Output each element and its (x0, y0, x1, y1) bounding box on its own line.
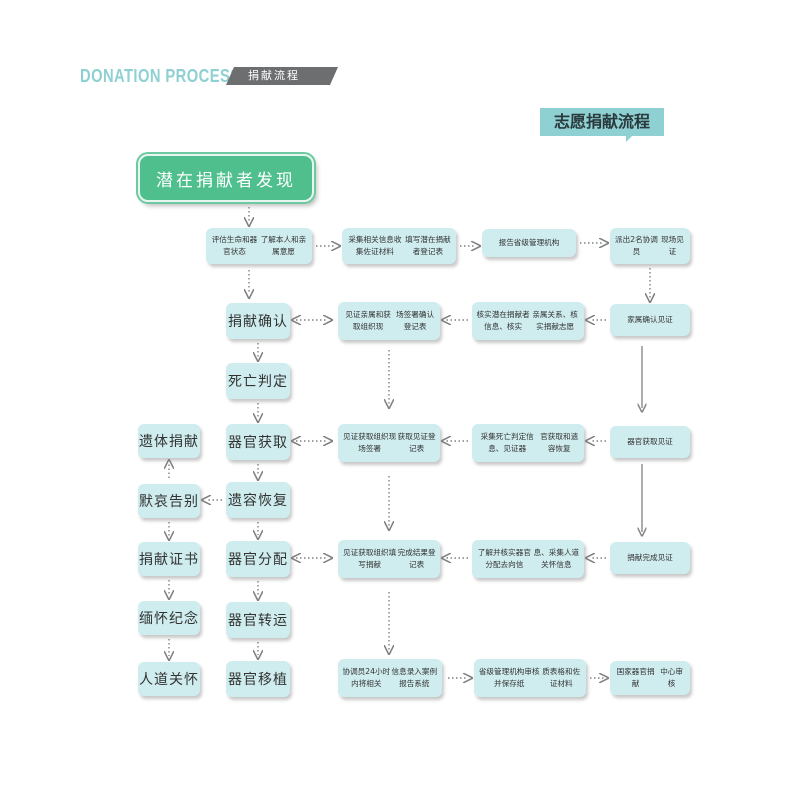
node-family-witness: 家属确认见证 (610, 304, 690, 336)
node-coordinator-line2: 信息录入案例报告系统 (391, 667, 438, 688)
node-mourning: 默哀告别 (138, 484, 200, 518)
node-witness-procure: 见证获取组织现场签署 获取见证登记表 (338, 424, 440, 462)
node-collect-line2: 填写潜在捐献者登记表 (405, 235, 451, 256)
node-allocate: 器官分配 (226, 541, 290, 577)
node-witness-procure-line2: 获取见证登记表 (397, 432, 436, 453)
node-witness-allocate-line2: 完成结果登记表 (397, 548, 436, 569)
node-provincial-line2: 质表格和佐证材料 (542, 667, 581, 688)
node-procure-witness: 器官获取见证 (610, 426, 690, 458)
node-coordinator-line1: 协调员24小时内将相关 (342, 667, 391, 688)
node-restore: 遗容恢复 (226, 482, 290, 518)
node-provincial-line1: 省级管理机构审核并保存纸 (478, 667, 540, 688)
node-dispatch-line2: 现场见证 (661, 235, 684, 256)
node-transport: 器官转运 (226, 602, 290, 638)
node-verify-line1: 核实潜在捐献者信息、核实 (476, 310, 530, 331)
node-death: 死亡判定 (226, 363, 290, 399)
node-witness-confirm: 见证亲属和获取组织现 场签署确认登记表 (338, 302, 440, 340)
node-memorial: 缅怀纪念 (138, 601, 200, 635)
node-collect-line1: 采集相关信息收集佐证材料 (348, 235, 402, 256)
node-body-donation: 遗体捐献 (138, 424, 200, 458)
node-verify: 核实潜在捐献者信息、核实 亲属关系、核实捐献志愿 (472, 302, 584, 340)
node-transplant: 器官移植 (226, 661, 290, 697)
node-verify-alloc-line2: 息、采集人道关怀信息 (533, 548, 580, 569)
node-assess-line2: 了解本人和亲属意愿 (260, 235, 307, 256)
node-family-witness-line1: 家属确认见证 (627, 315, 673, 324)
node-report: 报告省级管理机构 (482, 229, 576, 257)
node-collect-death-line1: 采集死亡判定信息、见证器 (480, 432, 534, 453)
title-english: DONATION PROCESS (80, 66, 241, 86)
node-dispatch: 派出2名协调员 现场见证 (610, 228, 690, 264)
node-verify-line2: 亲属关系、核实捐献志愿 (532, 310, 578, 331)
node-witness-allocate-line1: 见证获取组织填写捐献 (343, 548, 397, 569)
node-national-line1: 国家器官捐献 (616, 667, 655, 688)
node-procure: 器官获取 (226, 424, 290, 460)
title-band (226, 67, 338, 85)
node-humane-care: 人道关怀 (138, 662, 200, 696)
node-provincial: 省级管理机构审核并保存纸 质表格和佐证材料 (474, 659, 586, 697)
node-witness-confirm-line2: 场签署确认登记表 (396, 310, 435, 331)
node-witness-procure-line1: 见证获取组织现场签署 (343, 432, 397, 453)
node-collect-death-line2: 官获取和遗容恢复 (540, 432, 579, 453)
process-badge: 志愿捐献流程 (540, 108, 664, 136)
node-verify-alloc-line1: 了解并核实器官分配去向信 (477, 548, 531, 569)
node-witness-allocate: 见证获取组织填写捐献 完成结果登记表 (338, 540, 440, 578)
node-verify-alloc: 了解并核实器官分配去向信 息、采集人道关怀信息 (472, 540, 584, 578)
node-confirm: 捐献确认 (226, 303, 290, 339)
node-witness-confirm-line1: 见证亲属和获取组织现 (345, 310, 391, 331)
node-assess: 评估生命和器官状态 了解本人和亲属意愿 (206, 228, 312, 264)
node-national-line2: 中心审核 (660, 667, 683, 688)
start-node: 潜在捐献者发现 (138, 154, 314, 202)
badge-tail (626, 136, 632, 142)
node-report-line1: 报告省级管理机构 (498, 238, 560, 247)
node-assess-line1: 评估生命和器官状态 (211, 235, 258, 256)
node-dispatch-line1: 派出2名协调员 (615, 235, 658, 256)
title-chinese: 捐献流程 (248, 69, 300, 82)
node-donation-done: 捐献完成见证 (610, 542, 690, 574)
node-procure-witness-line1: 器官获取见证 (627, 437, 673, 446)
node-collect-death: 采集死亡判定信息、见证器 官获取和遗容恢复 (472, 424, 584, 462)
node-collect: 采集相关信息收集佐证材料 填写潜在捐献者登记表 (342, 228, 456, 264)
node-certificate: 捐献证书 (138, 542, 200, 576)
node-coordinator: 协调员24小时内将相关 信息录入案例报告系统 (338, 659, 442, 697)
node-national: 国家器官捐献 中心审核 (610, 661, 690, 695)
node-donation-done-line1: 捐献完成见证 (627, 553, 673, 562)
